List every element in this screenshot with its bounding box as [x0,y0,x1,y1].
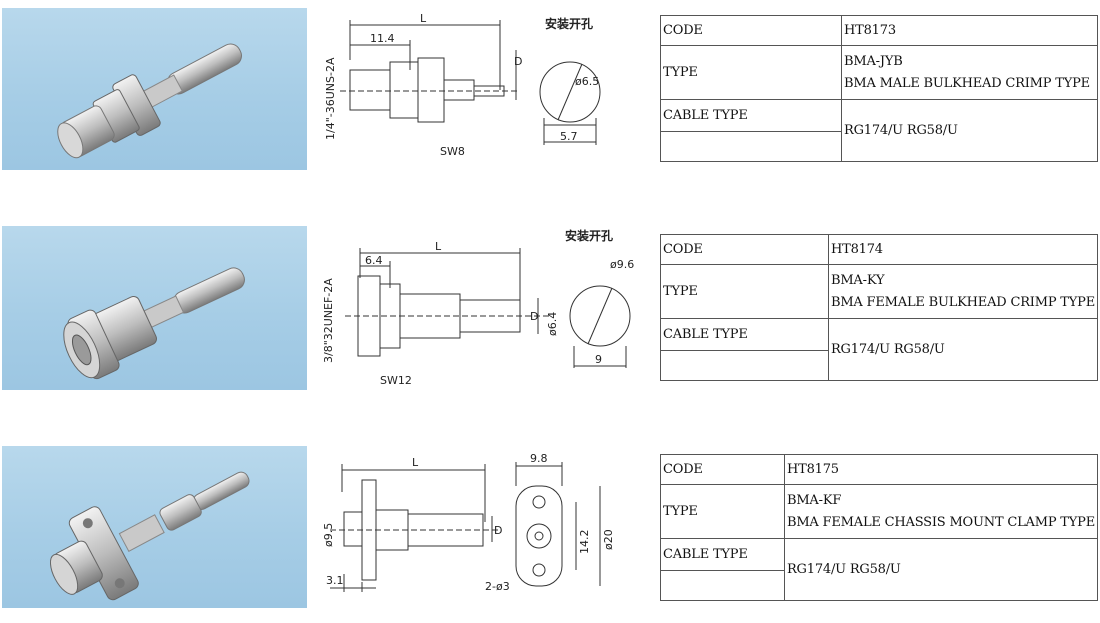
mount-hole-title: 安装开孔 [545,16,593,31]
type-label: TYPE [660,484,785,539]
code-value: HT8175 [783,454,1099,485]
dim-body: ø9.5 [322,523,335,547]
cable-type-label: CABLE TYPE [660,318,829,351]
type-value: BMA-KF BMA FEMALE CHASSIS MOUNT CLAMP TY… [783,484,1099,539]
dim-flange-height: ø20 [602,529,615,550]
product-photo [2,226,307,390]
dim-length: L [420,12,427,25]
dim-wrench: SW12 [380,374,412,387]
code-value: HT8174 [827,234,1099,265]
spec-table-ht8175: CODE HT8175 TYPE BMA-KF BMA FEMALE CHASS… [660,454,1099,601]
cable-type-label: CABLE TYPE [660,538,785,571]
type-name: BMA-KF [786,492,842,508]
dim-mount-holes: 2-ø3 [485,580,510,593]
dim-wrench: SW8 [440,145,465,158]
dim-value: 11.4 [370,32,395,45]
type-name: BMA-KY [830,272,885,288]
type-description: BMA FEMALE CHASSIS MOUNT CLAMP TYPE [786,514,1095,530]
type-description: BMA MALE BULKHEAD CRIMP TYPE [844,75,1090,91]
type-description: BMA FEMALE BULKHEAD CRIMP TYPE [830,294,1095,310]
dim-hole: ø6.5 [575,75,599,88]
dim-diameter: D [514,55,522,68]
type-label: TYPE [660,45,842,100]
dim-flat: 9 [595,353,602,366]
dim-diameter: D [530,310,538,323]
code-label: CODE [660,454,785,485]
dim-hole-spacing: 14.2 [578,530,591,555]
dim-bore: ø6.4 [546,312,559,336]
dim-length: L [412,456,419,469]
type-value: BMA-JYB BMA MALE BULKHEAD CRIMP TYPE [841,45,1098,100]
dim-value: 6.4 [365,254,383,267]
dim-flat: 5.7 [560,130,578,143]
spec-table-ht8173: CODE HT8173 TYPE BMA-JYB BMA MALE BULKHE… [660,15,1098,162]
empty-cell [660,350,829,381]
mount-hole-title: 安装开孔 [565,228,613,243]
dimension-drawing: 安装开孔 L 11.4 D 1/4"-36UNS-2A SW8 ø6.5 5.7 [320,10,650,170]
type-label: TYPE [660,264,829,319]
cable-type-label: CABLE TYPE [660,99,842,132]
spec-table-ht8174: CODE HT8174 TYPE BMA-KY BMA FEMALE BULKH… [660,234,1099,381]
cable-type-value: RG174/U RG58/U [841,99,1098,162]
dim-thread: 1/4"-36UNS-2A [324,57,337,140]
dimension-drawing: 安装开孔 L 6.4 D ø6.4 3/8"32UNEF-2A SW12 ø9.… [320,228,650,390]
dim-flange: 3.1 [326,574,344,587]
code-label: CODE [660,234,829,265]
dim-thread: 3/8"32UNEF-2A [322,278,335,363]
dimension-drawing: L ø9.5 D 3.1 9.8 14.2 ø20 2-ø3 [320,452,650,608]
dim-diameter: D [494,524,502,537]
empty-cell [660,570,785,601]
dim-width: 9.8 [530,452,548,465]
cable-type-value: RG174/U RG58/U [827,318,1099,381]
type-name: BMA-JYB [844,53,903,69]
product-photo [2,446,307,608]
cable-type-value: RG174/U RG58/U [783,538,1099,601]
dim-length: L [435,240,442,253]
code-value: HT8173 [841,15,1098,46]
type-value: BMA-KY BMA FEMALE BULKHEAD CRIMP TYPE [827,264,1099,319]
code-label: CODE [660,15,842,46]
empty-cell [660,131,842,162]
product-photo [2,8,307,170]
dim-hole: ø9.6 [610,258,634,271]
